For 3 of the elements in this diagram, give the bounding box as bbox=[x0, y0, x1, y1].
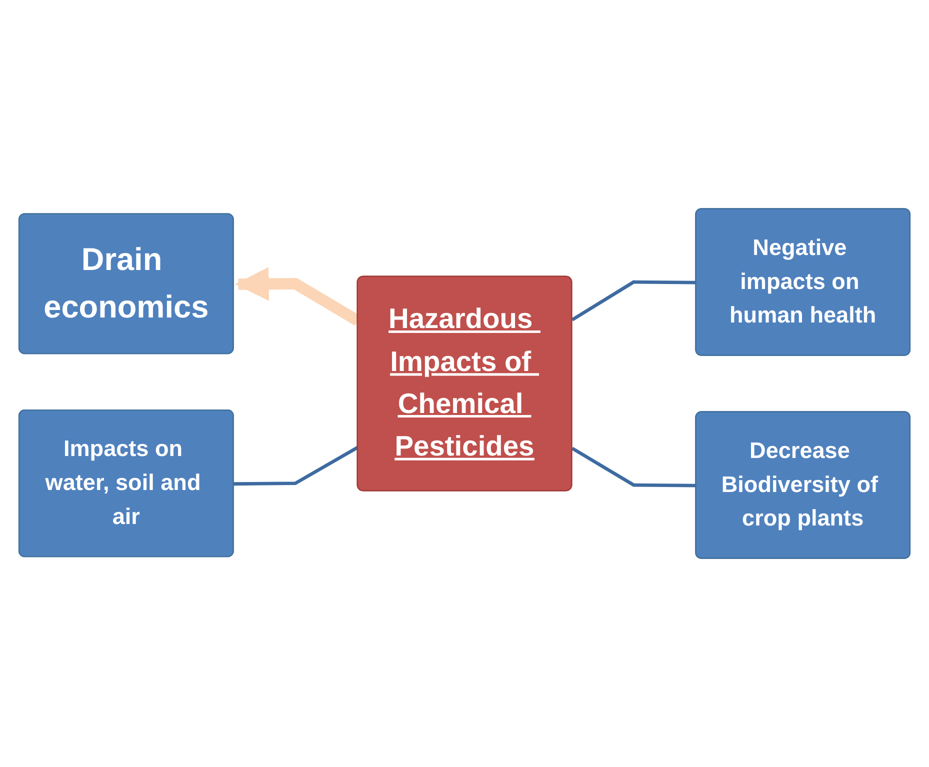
connector bbox=[234, 446, 359, 486]
connector bbox=[571, 446, 696, 488]
connector bbox=[571, 280, 696, 322]
